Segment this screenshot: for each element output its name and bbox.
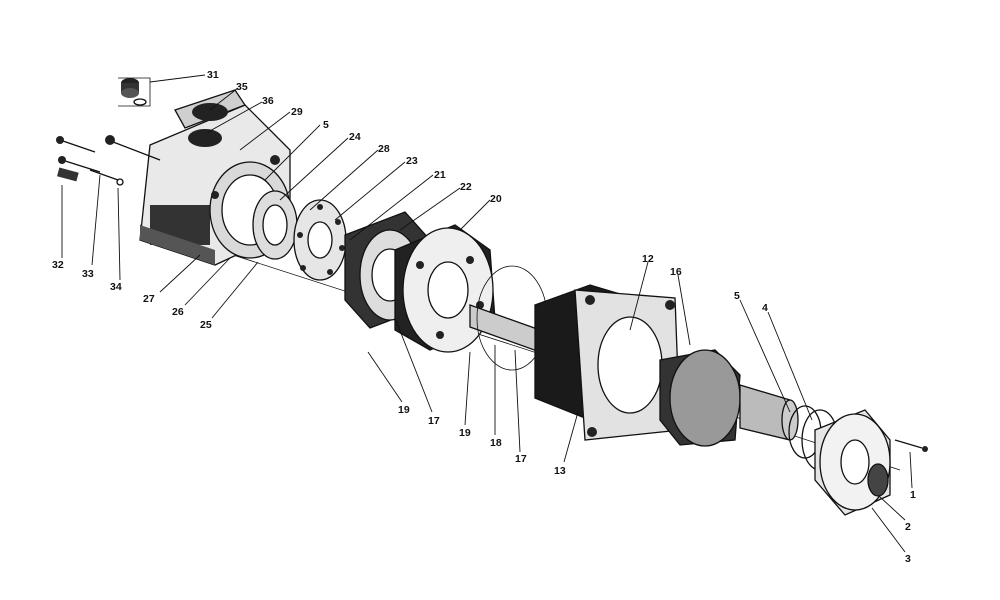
port-plug: [118, 77, 151, 107]
part-label-19a: 19: [398, 404, 410, 416]
valve-plate-stack: [252, 190, 347, 281]
part-label-3: 3: [905, 553, 911, 565]
part-label-27: 27: [143, 293, 155, 305]
part-label-5b: 5: [734, 290, 740, 302]
part-label-21: 21: [434, 169, 446, 181]
motor-body: [534, 284, 681, 441]
part-label-20: 20: [490, 193, 502, 205]
part-label-35: 35: [236, 81, 248, 93]
part-label-17a: 17: [428, 415, 440, 427]
part-label-23: 23: [406, 155, 418, 167]
part-label-33: 33: [82, 268, 94, 280]
part-label-13: 13: [554, 465, 566, 477]
part-label-26: 26: [172, 306, 184, 318]
part-label-31: 31: [207, 69, 219, 81]
part-label-29: 29: [291, 106, 303, 118]
front-cover: [814, 409, 928, 516]
part-label-22: 22: [460, 181, 472, 193]
part-label-18: 18: [490, 437, 502, 449]
part-label-34: 34: [110, 281, 122, 293]
distributor-plate: [394, 224, 496, 353]
part-label-1: 1: [910, 489, 916, 501]
part-label-5a: 5: [323, 119, 329, 131]
part-label-2: 2: [905, 521, 911, 533]
cover-bolts: [56, 135, 161, 186]
part-label-32: 32: [52, 259, 64, 271]
part-label-17b: 17: [515, 453, 527, 465]
part-label-4: 4: [762, 302, 768, 314]
part-label-19b: 19: [459, 427, 471, 439]
output-shaft-assembly: [659, 349, 799, 447]
part-label-16: 16: [670, 266, 682, 278]
leader-lines: [61, 74, 913, 553]
part-label-12: 12: [642, 253, 654, 265]
part-label-24: 24: [349, 131, 361, 143]
part-label-28: 28: [378, 143, 390, 155]
part-labels: 31 35 36 29 5 24 28 23 21 22 20 32 33 34…: [52, 69, 916, 565]
part-label-25: 25: [200, 319, 212, 331]
part-label-36: 36: [262, 95, 274, 107]
